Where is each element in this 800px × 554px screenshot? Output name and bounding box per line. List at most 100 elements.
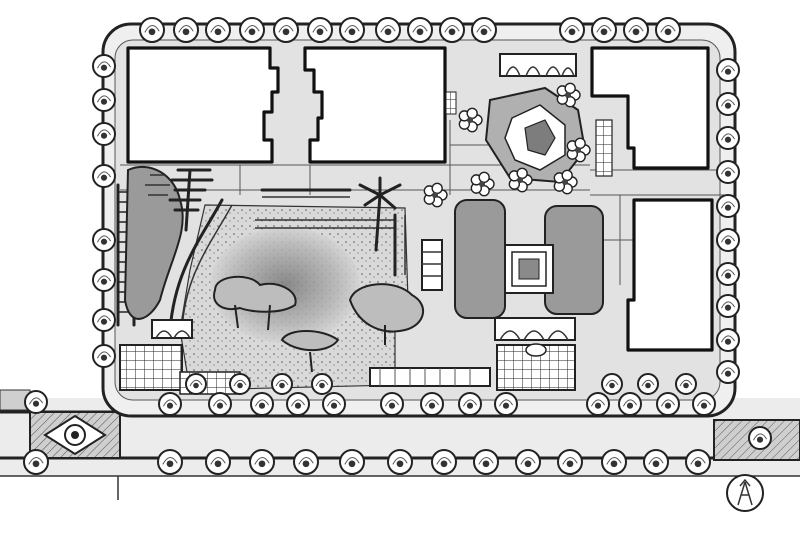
street-tree-icon [655, 17, 681, 43]
street-tree-row [23, 390, 772, 475]
street-tree-icon [322, 392, 346, 416]
curved-path-edge [168, 198, 224, 332]
street-tree-icon [716, 160, 740, 184]
street-tree-icon [601, 373, 623, 395]
palm-tree [358, 176, 402, 252]
street-tree-icon [239, 17, 265, 43]
building-northeast [590, 46, 710, 170]
street-tree-icon [716, 194, 740, 218]
street-tree-icon [250, 392, 274, 416]
west-shrub-bed [123, 165, 184, 320]
planter-urn [525, 343, 547, 357]
street-tree-icon [92, 88, 116, 112]
street-tree-icon [273, 17, 299, 43]
flower-shrub [508, 167, 533, 193]
north-arrow-icon [726, 474, 764, 512]
street-tree-icon [249, 449, 275, 475]
street-tree-icon [623, 17, 649, 43]
street-tree-icon [716, 360, 740, 384]
street-tree-icon [23, 449, 49, 475]
street-tree-icon [293, 449, 319, 475]
street-tree-icon [92, 164, 116, 188]
bench-column [421, 239, 443, 291]
trellis-west [119, 344, 183, 391]
boundary-tree-row [92, 17, 740, 416]
street-tree-icon [92, 228, 116, 252]
flower-shrub [470, 171, 495, 197]
east-garden [454, 199, 604, 319]
street-tree-icon [559, 17, 585, 43]
street-tree-icon [339, 17, 365, 43]
street-tree-icon [92, 308, 116, 332]
street-tree-icon [229, 373, 251, 395]
street-tree-icon [139, 17, 165, 43]
street-tree-icon [458, 392, 482, 416]
street-tree-icon [158, 392, 182, 416]
flower-shrub [556, 82, 581, 108]
street-tree-icon [643, 449, 669, 475]
street-tree-icon [618, 392, 642, 416]
street-tree-icon [557, 449, 583, 475]
street-tree-icon [380, 392, 404, 416]
fountain-icon [64, 424, 86, 446]
street-tree-icon [601, 449, 627, 475]
street-tree-icon [173, 17, 199, 43]
street-tree-icon [92, 122, 116, 146]
buildings [126, 46, 714, 352]
street-tree-icon [716, 92, 740, 116]
street-tree-icon [748, 426, 772, 450]
street-tree-icon [157, 449, 183, 475]
street-tree-icon [420, 392, 444, 416]
street-tree-icon [311, 373, 333, 395]
street-tree-icon [92, 344, 116, 368]
street-tree-icon [339, 449, 365, 475]
street-tree-icon [656, 392, 680, 416]
street-tree-icon [205, 449, 231, 475]
street-tree-icon [675, 373, 697, 395]
flower-shrub [458, 107, 483, 133]
street-tree-icon [375, 17, 401, 43]
street-tree-icon [716, 328, 740, 352]
flower-shrubs [423, 82, 591, 208]
street-tree-icon [591, 17, 617, 43]
street-tree-icon [431, 449, 457, 475]
street-tree-icon [716, 294, 740, 318]
street-tree-icon [494, 392, 518, 416]
street-tree-icon [92, 268, 116, 292]
lower-pergolas [119, 317, 576, 395]
street-tree-icon [407, 17, 433, 43]
lawn-steps [255, 188, 406, 277]
flower-shrub [553, 169, 578, 195]
building-east [626, 198, 714, 352]
street-tree-icon [271, 373, 293, 395]
street-tree-icon [24, 390, 48, 414]
street-tree-icon [205, 17, 231, 43]
street-tree-icon [716, 126, 740, 150]
lawn-trees [213, 275, 424, 373]
street-tree-icon [637, 373, 659, 395]
street-tree-icon [387, 449, 413, 475]
street-tree-icon [439, 17, 465, 43]
lawn-shade [210, 227, 360, 343]
street-tree-icon [471, 17, 497, 43]
street-tree-icon [185, 373, 207, 395]
street-tree-icon [716, 262, 740, 286]
street-tree-icon [716, 58, 740, 82]
street-tree-icon [716, 228, 740, 252]
street-tree-icon [92, 54, 116, 78]
street-tree-icon [208, 392, 232, 416]
street-tree-icon [473, 449, 499, 475]
street-tree-icon [286, 392, 310, 416]
flower-shrub [566, 137, 591, 163]
fountain-plaza [29, 411, 121, 459]
top-pergola [445, 53, 577, 115]
building-north-center [303, 46, 447, 164]
building-northwest [126, 46, 280, 164]
street-tree-icon [586, 392, 610, 416]
street-tree-icon [685, 449, 711, 475]
street-tree-icon [307, 17, 333, 43]
parterre-garden [484, 86, 613, 184]
street-tree-icon [692, 392, 716, 416]
